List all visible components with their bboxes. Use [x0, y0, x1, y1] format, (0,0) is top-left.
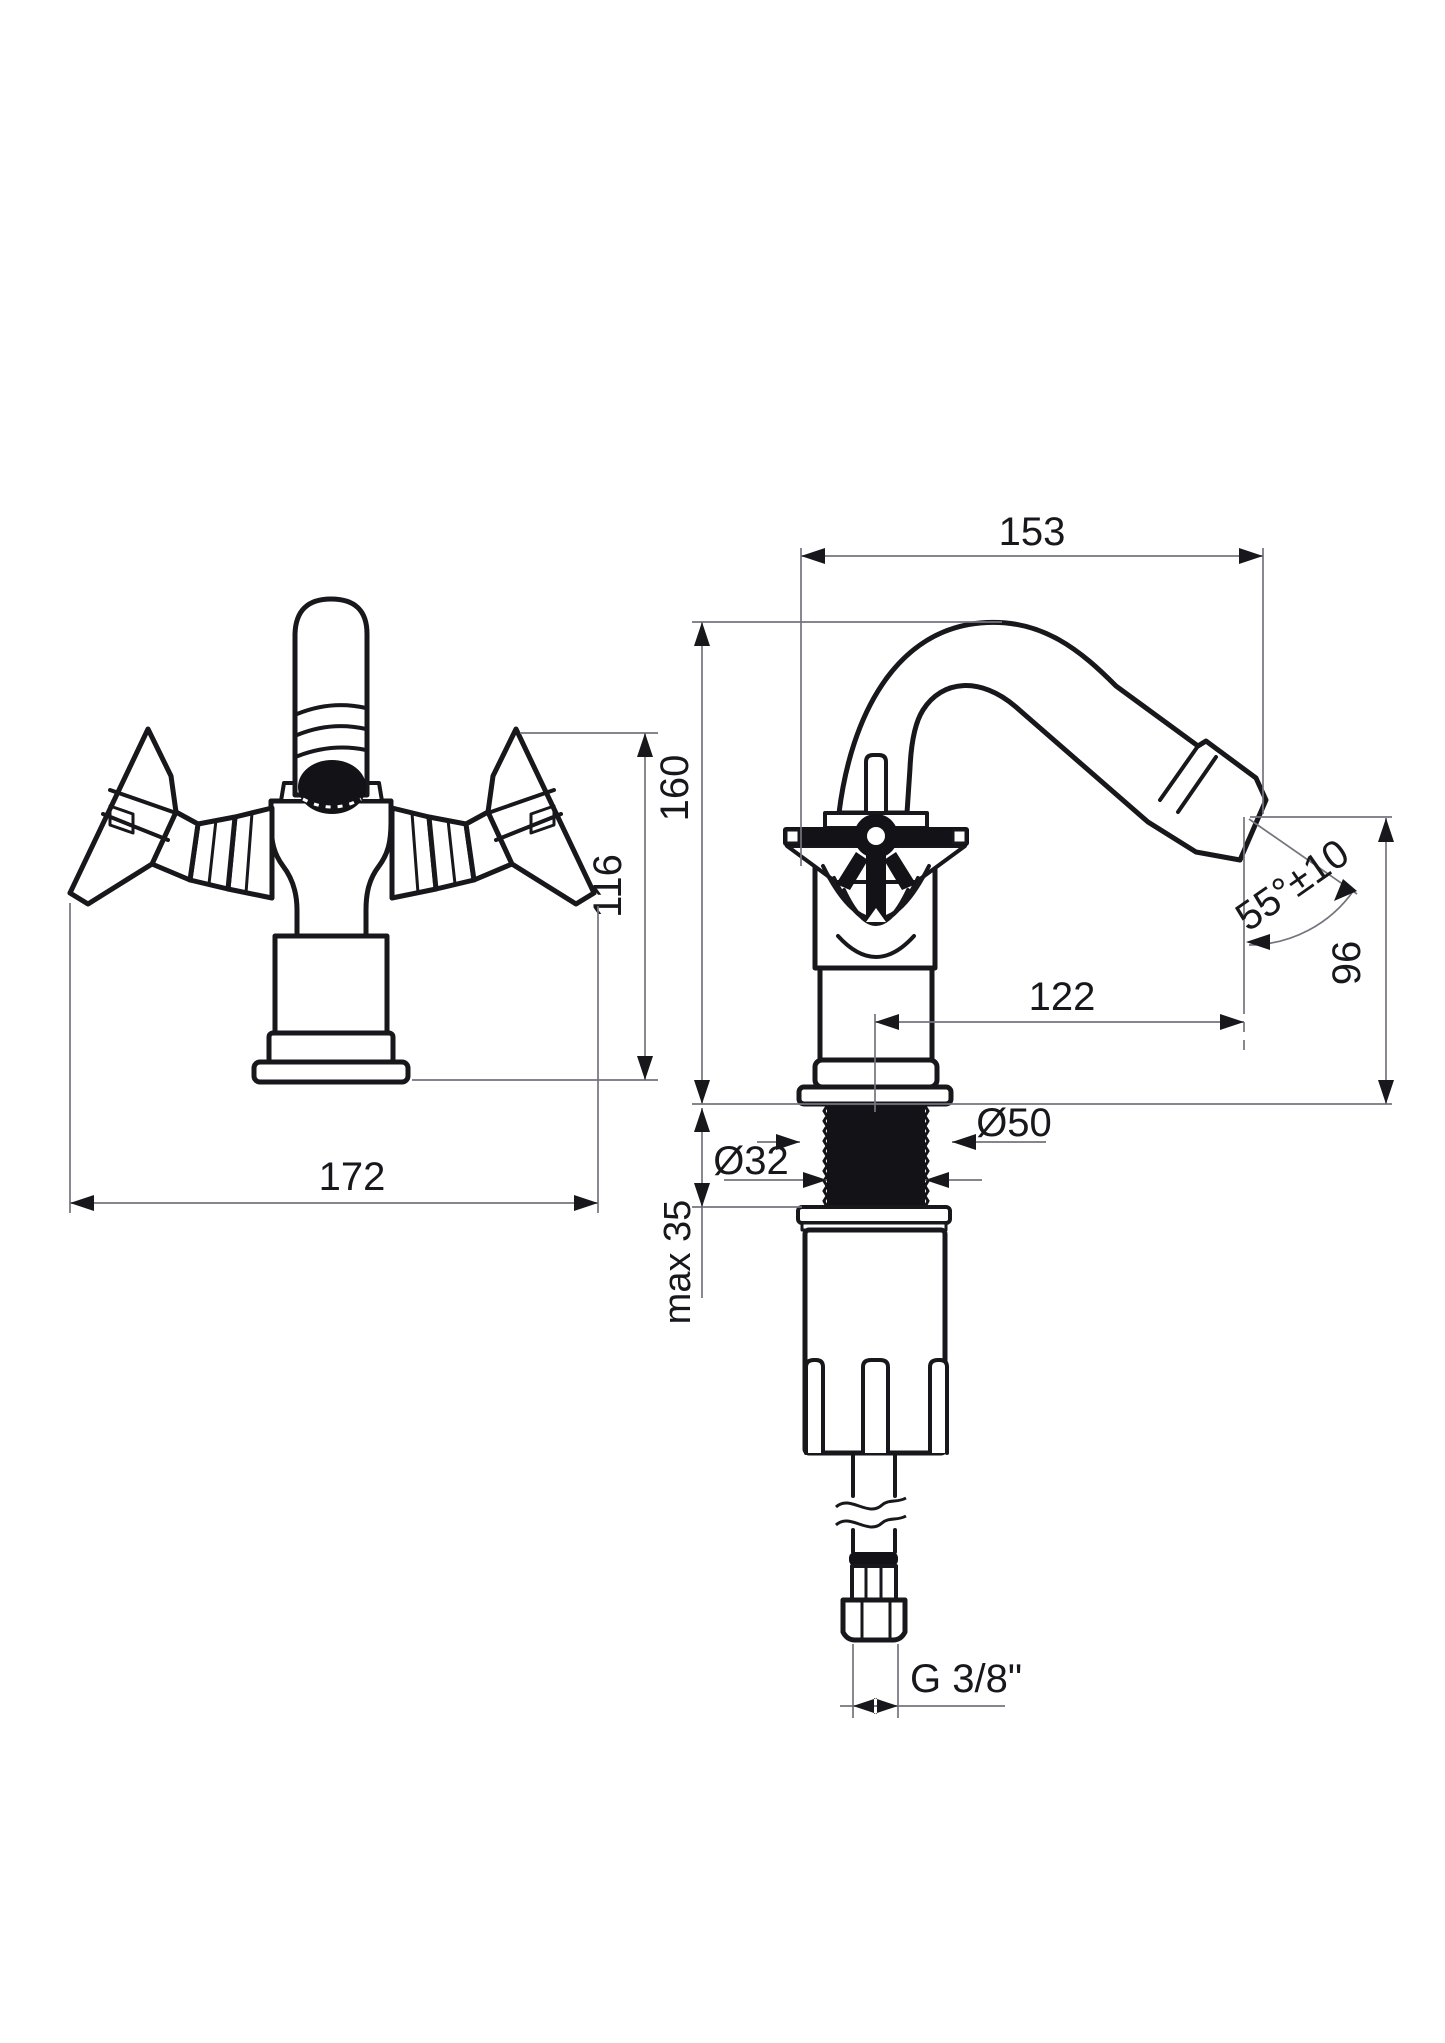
mounting-nut [796, 1205, 952, 1456]
body-column-front [272, 933, 390, 1036]
spout-ribs [295, 703, 368, 758]
dim-label-172: 172 [319, 1155, 386, 1199]
supply-pipe [851, 1451, 897, 1554]
dim-label-116: 116 [586, 854, 630, 918]
base-collar-side [812, 1057, 940, 1090]
dim-label-max35: max 35 [657, 1200, 699, 1325]
hose-collar [849, 1552, 898, 1566]
dim-label-dia50: Ø50 [976, 1101, 1052, 1145]
dim-max35: max 35 [657, 1108, 802, 1324]
handle-spindle-side [864, 753, 888, 815]
dim-label-153: 153 [999, 510, 1066, 554]
castellation-slots [804, 1358, 949, 1455]
aerator-bands [1158, 744, 1218, 814]
cross-bar-tip-right [951, 828, 968, 845]
handle-knob [67, 726, 179, 907]
dim-dia50: Ø50 [757, 1101, 1052, 1150]
dim-label-96: 96 [1325, 941, 1369, 986]
hose-hex-nut [840, 1597, 908, 1643]
dim-160: 160 [653, 621, 1002, 1104]
base-step-front [266, 1030, 396, 1066]
side-view [783, 619, 1269, 1643]
dim-122: 122 [874, 817, 1245, 1112]
cross-handle-left [67, 726, 275, 907]
hose-ferrule [850, 1564, 898, 1602]
cross-bar-tip-left [784, 828, 801, 845]
dim-116: 116 [412, 732, 658, 1081]
dim-label-thread: G 3/8" [910, 1657, 1022, 1701]
cross-handle-right [392, 729, 594, 904]
faucet-body-front [268, 798, 394, 939]
dim-label-dia32: Ø32 [713, 1139, 789, 1183]
pipe-break-symbol [834, 1496, 907, 1529]
body-column-side [817, 965, 935, 1063]
dim-label-160: 160 [653, 755, 697, 822]
handle-shaft [866, 850, 886, 922]
threaded-shank [827, 1106, 925, 1207]
dim-96: 96 [1325, 818, 1394, 1104]
hose-fitting [840, 1552, 908, 1643]
dim-153: 153 [800, 510, 1264, 866]
dim-thread-g38: G 3/8" [840, 1644, 1022, 1718]
base-plate-front [251, 1059, 411, 1085]
handle-lower-leg-right [884, 852, 916, 890]
dim-label-122: 122 [1029, 975, 1096, 1019]
dim-dia32: Ø32 [713, 1139, 982, 1188]
front-view [67, 596, 594, 1085]
spout-outlet-front [298, 760, 366, 814]
dim-172: 172 [69, 903, 599, 1213]
handle-lower-leg-left [836, 852, 868, 890]
